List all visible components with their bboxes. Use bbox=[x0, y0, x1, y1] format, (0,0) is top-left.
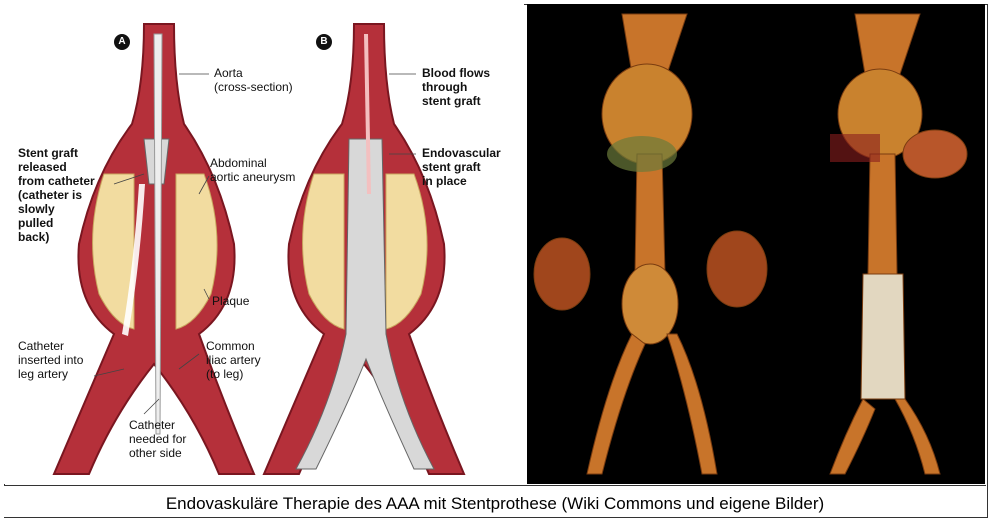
label-iliac-artery: Common iliac artery (to leg) bbox=[206, 339, 261, 381]
figure-caption: Endovaskuläre Therapie des AAA mit Stent… bbox=[4, 494, 986, 514]
label-catheter-other-side: Catheter needed for other side bbox=[129, 418, 186, 460]
label-blood-flows: Blood flows through stent graft bbox=[422, 66, 490, 108]
ct-angiography-before bbox=[527, 4, 775, 484]
label-plaque: Plaque bbox=[212, 294, 249, 308]
label-aorta: Aorta (cross-section) bbox=[214, 66, 293, 94]
label-catheter-inserted: Catheter inserted into leg artery bbox=[18, 339, 83, 381]
label-stent-released: Stent graft released from catheter (cath… bbox=[18, 146, 95, 244]
caption-bar: Endovaskuläre Therapie des AAA mit Stent… bbox=[4, 485, 986, 517]
stent-graft-illustration: A B Aorta (cross-section) Stent graft re… bbox=[4, 4, 524, 484]
ct-before-drawing bbox=[527, 4, 775, 484]
panel-b-badge: B bbox=[316, 34, 332, 50]
label-aneurysm: Abdominal aortic aneurysm bbox=[210, 156, 295, 184]
ct-after-drawing bbox=[775, 4, 985, 484]
label-stent-in-place: Endovascular stent graft in place bbox=[422, 146, 501, 188]
panel-a-badge: A bbox=[114, 34, 130, 50]
ct-angiography-after-stent bbox=[775, 4, 985, 484]
